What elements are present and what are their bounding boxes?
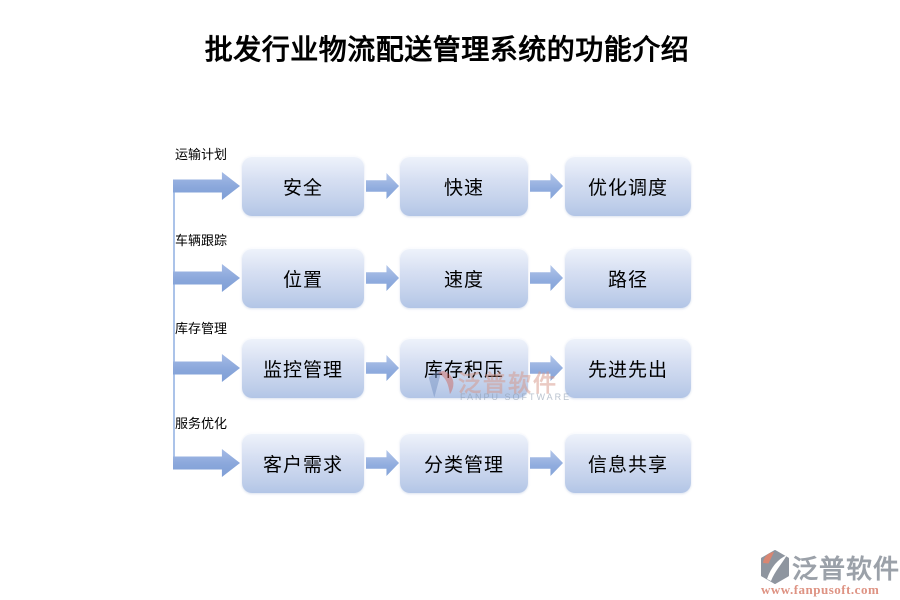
flow-node: 位置 [242,248,364,308]
flow-arrow-icon [366,265,399,291]
flow-node: 监控管理 [242,338,364,398]
branch-arrow-icon [173,354,240,382]
flow-node-label: 先进先出 [587,359,668,381]
flow-node-label: 速度 [443,269,484,291]
flow-node-label: 分类管理 [423,454,504,476]
branch-arrow-icon [173,264,240,292]
footer-brand: 泛普软件 www.fanpusoft.com [760,549,899,599]
branch-label-inventory-management: 库存管理 [175,321,228,336]
flow-node: 快速 [400,156,528,216]
flow-node: 路径 [565,248,691,308]
branch-arrow-icon [173,172,240,200]
fanpu-logo-icon [761,550,789,584]
flow-arrow-icon [530,265,563,291]
flow-node-label: 快速 [443,177,484,199]
page-title: 批发行业物流配送管理系统的功能介绍 [204,35,690,66]
flow-node: 客户需求 [242,433,364,493]
trunk-connector-line [173,186,175,463]
flow-node: 速度 [400,248,528,308]
flow-node: 分类管理 [400,433,528,493]
flow-arrow-icon [530,450,563,476]
branch-label-transport-plan: 运输计划 [175,147,228,162]
flow-node: 安全 [242,156,364,216]
flow-node-label: 安全 [282,177,323,199]
flow-node-label: 监控管理 [262,359,343,381]
branch-arrow-icon [173,449,240,477]
flow-arrow-icon [366,173,399,199]
flow-node-label: 库存积压 [423,359,504,381]
footer-url-text: www.fanpusoft.com [761,582,880,597]
flow-node-label: 客户需求 [262,454,343,476]
flow-arrow-icon [530,355,563,381]
flow-node: 先进先出 [565,338,691,398]
flow-node-label: 信息共享 [587,454,668,476]
flow-node-label: 路径 [607,269,648,291]
branch-label-vehicle-tracking: 车辆跟踪 [175,233,228,248]
footer-brand-text: 泛普软件 [792,555,900,584]
branch-label-service-optimization: 服务优化 [175,416,228,431]
flow-node: 库存积压 [400,338,528,398]
flow-arrow-icon [530,173,563,199]
flow-node: 信息共享 [565,433,691,493]
flow-arrow-icon [366,450,399,476]
flow-node-label: 优化调度 [587,177,668,199]
flow-node: 优化调度 [565,156,691,216]
flow-arrow-icon [366,355,399,381]
flow-node-label: 位置 [282,269,323,291]
